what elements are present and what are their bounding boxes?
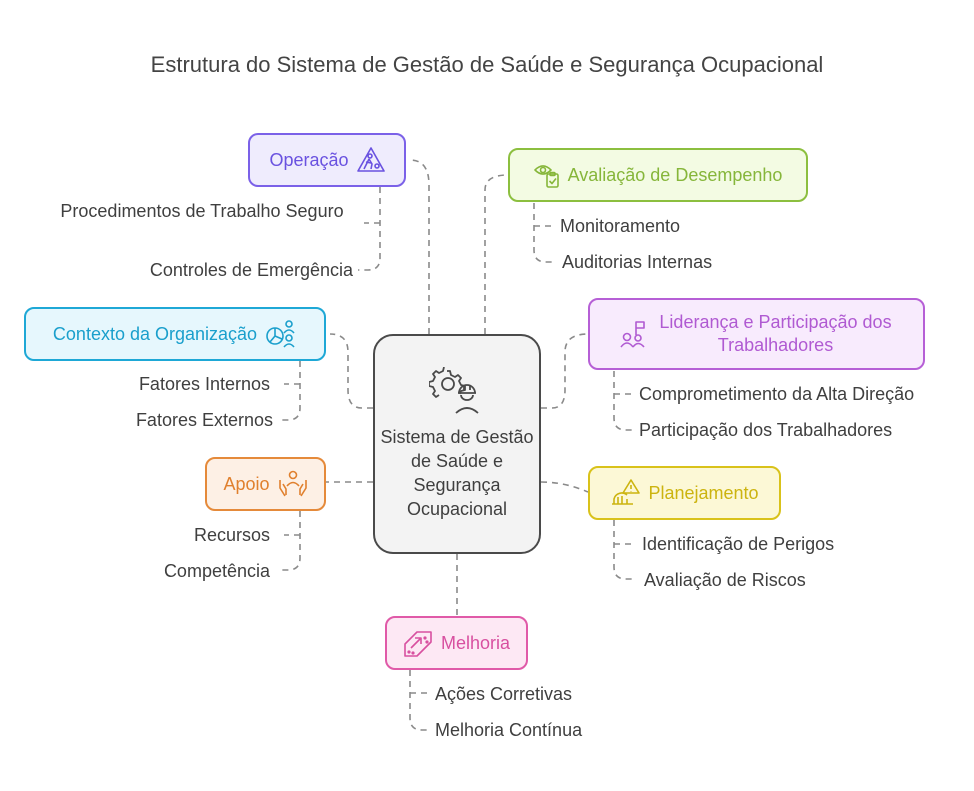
connector-operacao-children — [358, 187, 381, 271]
chart-people-icon — [266, 320, 295, 348]
leaf-item: Monitoramento — [560, 216, 681, 236]
leaf-item: Recursos — [193, 525, 270, 545]
leaf-item: Participação dos Trabalhadores — [639, 420, 893, 440]
leaf-item: Fatores Externos — [135, 410, 273, 430]
construction-warning-icon — [356, 147, 385, 172]
connector-apoio-children — [280, 511, 301, 571]
leaf-text: Procedimentos de Trabalho Seguro — [60, 201, 344, 221]
leaf-item: Procedimentos de Trabalho Seguro — [60, 200, 344, 223]
branch-planejamento[interactable]: Planejamento — [588, 466, 781, 520]
connector-contexto-children — [280, 361, 301, 421]
circuit-arrow-icon — [404, 631, 432, 657]
leaf-item: Comprometimento da Alta Direção — [639, 384, 915, 404]
branch-label: Avaliação de Desempenho — [567, 164, 783, 185]
leaf-item: Ações Corretivas — [435, 684, 573, 704]
connector-melhoria-children — [409, 670, 430, 731]
hardhat-warning-icon — [612, 479, 641, 505]
leaf-item: Fatores Internos — [138, 374, 270, 394]
branch-label: Contexto da Organização — [52, 323, 258, 344]
leaf-item: Auditorias Internas — [562, 252, 713, 272]
people-flag-icon — [619, 321, 645, 348]
connector-lideranca-children — [613, 371, 634, 431]
branch-contexto[interactable]: Contexto da Organização — [24, 307, 326, 361]
connector-operacao — [409, 159, 430, 334]
hands-person-icon — [278, 470, 307, 497]
branch-apoio[interactable]: Apoio — [205, 457, 326, 511]
branch-operacao[interactable]: Operação — [248, 133, 406, 187]
leaf-item: Avaliação de Riscos — [644, 570, 806, 590]
diagram-title: Estrutura do Sistema de Gestão de Saúde … — [150, 52, 824, 77]
branch-label: Operação — [269, 149, 349, 170]
branch-melhoria[interactable]: Melhoria — [385, 616, 528, 670]
branch-label: Planejamento — [648, 482, 759, 503]
leaf-item: Controles de Emergência — [149, 260, 353, 280]
eye-clipboard-icon — [533, 165, 559, 188]
branch-label: Apoio — [223, 473, 270, 494]
connector-avaliacao — [484, 174, 509, 334]
connector-avaliacao-children — [533, 203, 556, 263]
connector-lideranca — [541, 333, 589, 409]
connector-planejamento-children — [613, 520, 636, 580]
connector-contexto — [329, 333, 373, 409]
branch-label: Liderança e Participação dos Trabalhador… — [659, 312, 892, 355]
center-label: Sistema de Gestão de Saúde e Segurança O… — [380, 427, 534, 519]
center-node[interactable]: Sistema de Gestão de Saúde e Segurança O… — [373, 334, 541, 554]
connector-planejamento — [540, 481, 589, 493]
branch-lideranca[interactable]: Liderança e Participação dos Trabalhador… — [588, 298, 925, 370]
gear-worker-icon — [429, 367, 479, 414]
leaf-item: Identificação de Perigos — [642, 534, 835, 554]
leaf-item: Melhoria Contínua — [435, 720, 583, 740]
branch-avaliacao[interactable]: Avaliação de Desempenho — [508, 148, 808, 202]
branch-label: Melhoria — [440, 632, 511, 653]
leaf-item: Competência — [163, 561, 270, 581]
